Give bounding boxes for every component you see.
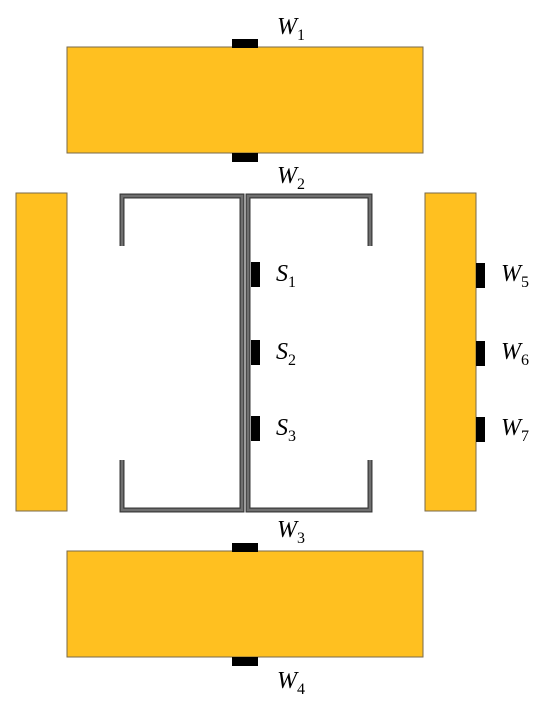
label-s3-sub: 3 <box>288 428 296 445</box>
gauge-w6 <box>476 341 485 366</box>
gauge-w2 <box>232 153 258 162</box>
bottom-panel <box>66 550 424 658</box>
label-w3-sub: 3 <box>297 530 305 547</box>
gauge-w7 <box>476 417 485 442</box>
left-panel <box>15 192 68 512</box>
gauge-w1 <box>232 39 258 48</box>
label-w7-letter: W <box>501 415 523 441</box>
label-w5-letter: W <box>501 261 523 287</box>
label-w2-letter: W <box>277 163 299 189</box>
label-w1-letter: W <box>277 14 299 40</box>
label-w6-letter: W <box>501 339 523 365</box>
label-s1-sub: 1 <box>288 274 296 291</box>
label-w2-sub: 2 <box>297 176 305 193</box>
right-channel <box>245 193 373 513</box>
gauge-s1 <box>251 262 260 287</box>
label-s1-letter: S <box>276 261 288 287</box>
label-w3: W3 <box>277 517 305 547</box>
label-s2: S2 <box>276 339 296 369</box>
label-w4: W4 <box>277 668 305 698</box>
label-w4-sub: 4 <box>297 681 305 698</box>
gauge-s2 <box>251 340 260 365</box>
label-w7: W7 <box>501 415 529 445</box>
label-w1-sub: 1 <box>297 27 305 44</box>
label-w5: W5 <box>501 261 529 291</box>
label-s2-sub: 2 <box>288 352 296 369</box>
label-s3-letter: S <box>276 415 288 441</box>
label-s2-letter: S <box>276 339 288 365</box>
gauge-w4 <box>232 657 258 666</box>
right-channel-core <box>246 194 372 512</box>
label-w7-sub: 7 <box>521 428 529 445</box>
right-panel <box>424 192 477 512</box>
label-w6: W6 <box>501 339 529 369</box>
label-w4-letter: W <box>277 668 299 694</box>
label-s1: S1 <box>276 261 296 291</box>
label-w5-sub: 5 <box>521 274 529 291</box>
label-w6-sub: 6 <box>521 352 529 369</box>
gauge-w3 <box>232 543 258 552</box>
label-w1: W1 <box>277 14 305 44</box>
left-channel <box>119 193 245 513</box>
label-w2: W2 <box>277 163 305 193</box>
left-channel-core <box>120 194 244 512</box>
top-panel <box>66 46 424 154</box>
label-w3-letter: W <box>277 517 299 543</box>
gauge-w5 <box>476 263 485 288</box>
gauge-s3 <box>251 416 260 441</box>
label-s3: S3 <box>276 415 296 445</box>
back-to-back-channel-section <box>119 193 373 513</box>
